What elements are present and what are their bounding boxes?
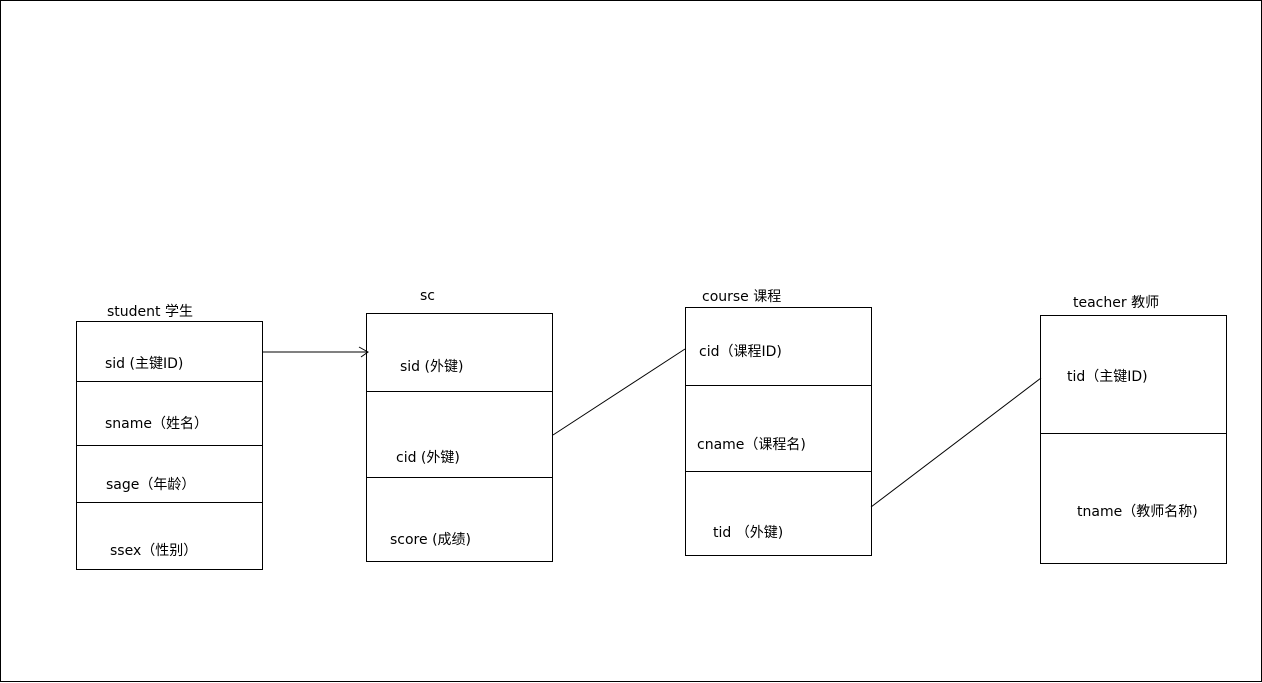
field-label: tid（主键ID) [1067,369,1148,385]
student-table: sid (主键ID) sname（姓名） sage（年龄） ssex（性别） [76,321,263,570]
student-row-ssex: ssex（性别） [77,502,262,569]
sc-row-sid: sid (外键) [367,314,552,391]
field-label: sage（年龄） [106,477,196,493]
field-label: sid (主键ID) [105,356,184,372]
course-table-title: course 课程 [702,289,782,305]
sc-row-score: score (成绩) [367,477,552,561]
field-label: sname（姓名） [105,416,208,432]
field-label: sid (外键) [400,359,464,375]
course-row-cname: cname（课程名) [686,385,871,471]
teacher-row-tname: tname（教师名称) [1041,433,1226,563]
field-label: cid (外键) [396,450,460,466]
link-course-teacher [870,377,1042,508]
course-row-cid: cid（课程ID) [686,308,871,385]
field-label: tid （外键) [713,525,784,541]
link-sc-course [552,348,686,436]
field-label: tname（教师名称) [1077,504,1198,520]
teacher-table: tid（主键ID) tname（教师名称) [1040,315,1227,564]
field-label: cid（课程ID) [699,344,782,360]
course-row-tid: tid （外键) [686,471,871,555]
field-label: ssex（性别） [110,543,198,559]
field-label: score (成绩) [390,532,471,548]
arrowhead-student-sc [358,346,369,358]
sc-table-title: sc [420,288,435,304]
course-table: cid（课程ID) cname（课程名) tid （外键) [685,307,872,556]
student-row-sname: sname（姓名） [77,381,262,445]
student-row-sage: sage（年龄） [77,445,262,502]
teacher-table-title: teacher 教师 [1073,295,1160,311]
teacher-row-tid: tid（主键ID) [1041,316,1226,433]
sc-row-cid: cid (外键) [367,391,552,477]
student-row-sid: sid (主键ID) [77,322,262,381]
field-label: cname（课程名) [697,437,806,453]
student-table-title: student 学生 [107,304,193,320]
sc-table: sid (外键) cid (外键) score (成绩) [366,313,553,562]
